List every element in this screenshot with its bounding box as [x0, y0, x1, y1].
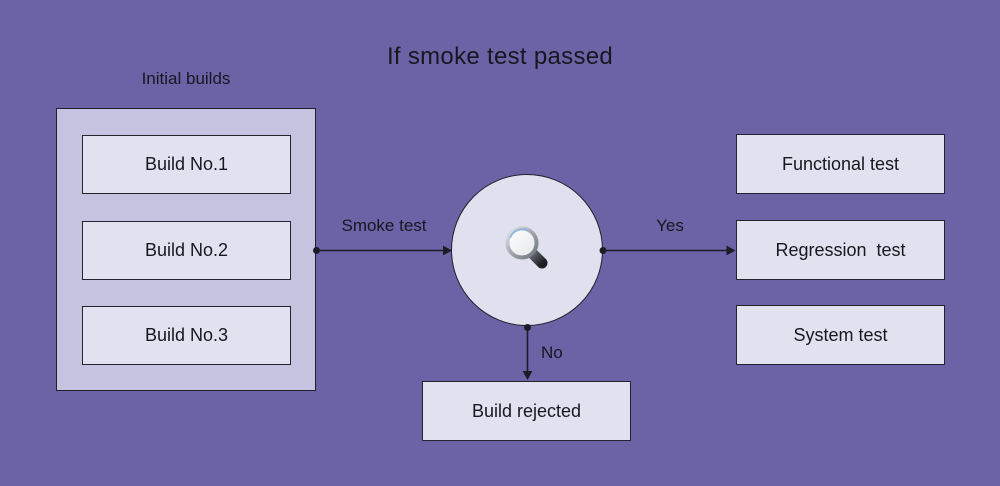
build-1-label: Build No.1	[144, 154, 229, 174]
smoke-test-edge-label: Smoke test	[341, 216, 427, 235]
build-2-node: Build No.2	[82, 221, 291, 280]
functional-test-label: Functional test	[781, 153, 900, 174]
yes-edge-arrowhead	[726, 245, 736, 256]
diagram-title: If smoke test passed	[386, 43, 614, 70]
regression-test-label: Regression test	[775, 239, 906, 260]
smoke-test-decision-node	[451, 174, 603, 326]
yes-edge-label: Yes	[656, 216, 684, 235]
system-test-node: System test	[736, 305, 945, 365]
build-3-label: Build No.3	[144, 325, 229, 345]
initial-builds-label: Initial builds	[141, 69, 231, 88]
no-edge-arrowhead	[522, 371, 533, 380]
build-rejected-node: Build rejected	[422, 381, 631, 441]
build-1-node: Build No.1	[82, 135, 291, 194]
magnifying-glass-icon	[501, 222, 553, 279]
regression-test-node: Regression test	[736, 220, 945, 280]
functional-test-node: Functional test	[736, 134, 945, 194]
build-2-label: Build No.2	[144, 240, 229, 260]
no-edge-label: No	[541, 343, 563, 362]
build-3-node: Build No.3	[82, 306, 291, 365]
build-rejected-label: Build rejected	[471, 400, 582, 421]
system-test-label: System test	[793, 324, 888, 345]
